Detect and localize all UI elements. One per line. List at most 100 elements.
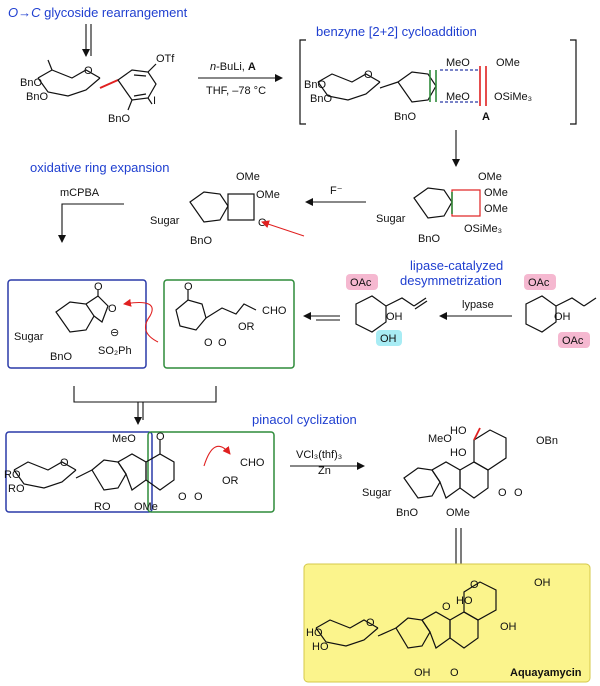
green-box-enone bbox=[163, 279, 295, 369]
svg-text:OMe: OMe bbox=[134, 501, 158, 513]
svg-text:O: O bbox=[218, 337, 227, 349]
svg-text:BnO: BnO bbox=[394, 111, 416, 123]
pinacol-precursor: RO RO O MeO RO OMe O CHO OR O O bbox=[4, 431, 265, 513]
pinacol-product: MeO HO HO OBn Sugar BnO OMe O O bbox=[362, 425, 558, 519]
monoacetate: OAc OH OH bbox=[346, 274, 428, 346]
benzocyclobutene-acetal: OMe OMe OMe OSiMe₃ Sugar BnO bbox=[376, 171, 508, 245]
svg-text:RO: RO bbox=[94, 501, 111, 513]
svg-text:Sugar: Sugar bbox=[14, 331, 44, 343]
step-label-pinacol: pinacol cyclization bbox=[252, 412, 357, 427]
svg-text:OAc: OAc bbox=[528, 277, 550, 289]
svg-text:RO: RO bbox=[4, 469, 21, 481]
step-label-glycoside: O→C glycoside rearrangement bbox=[8, 5, 188, 20]
benzocyclobutenone: OMe OMe O Sugar BnO bbox=[150, 171, 280, 247]
svg-text:O: O bbox=[442, 601, 451, 613]
svg-text:O: O bbox=[108, 303, 117, 315]
svg-text:OTf: OTf bbox=[156, 53, 175, 65]
svg-text:O: O bbox=[84, 65, 93, 77]
svg-text:OH: OH bbox=[554, 311, 571, 323]
svg-text:O: O bbox=[184, 281, 193, 293]
svg-text:BnO: BnO bbox=[396, 507, 418, 519]
svg-text:Sugar: Sugar bbox=[362, 487, 392, 499]
svg-text:MeO: MeO bbox=[446, 91, 470, 103]
red-curved-arrow-addition bbox=[123, 298, 159, 343]
svg-text:HO: HO bbox=[312, 641, 329, 653]
phthalide-sulfone: O O ⊖ Sugar BnO SO₂Ph bbox=[14, 281, 132, 363]
svg-text:OR: OR bbox=[238, 321, 255, 333]
svg-text:CHO: CHO bbox=[240, 457, 265, 469]
svg-text:OH: OH bbox=[414, 667, 431, 679]
svg-text:OMe: OMe bbox=[236, 171, 260, 183]
conditions-step-1: n-BuLi, A bbox=[210, 61, 256, 73]
step-label-lipase-1: lipase-catalyzed bbox=[410, 258, 503, 273]
aquayamycin-structure: HO HO O O OH HO OH OH O O bbox=[306, 577, 551, 679]
svg-text:O: O bbox=[60, 457, 69, 469]
svg-text:BnO: BnO bbox=[26, 91, 48, 103]
step-label-lipase-2: desymmetrization bbox=[400, 273, 502, 288]
product-name: Aquayamycin bbox=[510, 667, 582, 679]
conditions-vcl3: VCl₃(thf)₃ bbox=[296, 449, 342, 461]
bracket-left bbox=[299, 39, 306, 125]
svg-text:MeO: MeO bbox=[446, 57, 470, 69]
conditions-step-1-temp: THF, –78 °C bbox=[206, 85, 266, 97]
svg-text:O: O bbox=[514, 487, 523, 499]
step-label-benzyne: benzyne [2+2] cycloaddition bbox=[316, 24, 477, 39]
svg-text:BnO: BnO bbox=[108, 113, 130, 125]
green-box-ketone bbox=[147, 431, 275, 513]
svg-text:OH: OH bbox=[500, 621, 517, 633]
svg-text:O: O bbox=[156, 431, 165, 443]
svg-text:OAc: OAc bbox=[350, 277, 372, 289]
aryl-triflate-glycoside: O OTf I BnO BnO BnO bbox=[20, 24, 175, 125]
svg-text:OH: OH bbox=[386, 311, 403, 323]
svg-text:BnO: BnO bbox=[418, 233, 440, 245]
svg-text:OSiMe₃: OSiMe₃ bbox=[494, 91, 532, 103]
svg-text:BnO: BnO bbox=[304, 79, 326, 91]
step-label-oxidative: oxidative ring expansion bbox=[30, 160, 169, 175]
svg-text:OMe: OMe bbox=[478, 171, 502, 183]
svg-text:I: I bbox=[153, 95, 156, 107]
svg-text:CHO: CHO bbox=[262, 305, 287, 317]
svg-text:OH: OH bbox=[534, 577, 551, 589]
svg-text:MeO: MeO bbox=[112, 433, 136, 445]
svg-text:Sugar: Sugar bbox=[376, 213, 406, 225]
svg-text:SO₂Ph: SO₂Ph bbox=[98, 345, 132, 357]
final-product-box bbox=[303, 563, 591, 683]
svg-text:HO: HO bbox=[456, 595, 473, 607]
svg-text:Sugar: Sugar bbox=[150, 215, 180, 227]
svg-text:O: O bbox=[498, 487, 507, 499]
svg-text:BnO: BnO bbox=[20, 77, 42, 89]
meso-diacetate: OAc OH OAc bbox=[524, 274, 597, 348]
svg-text:O: O bbox=[178, 491, 187, 503]
svg-text:BnO: BnO bbox=[190, 235, 212, 247]
svg-text:OMe: OMe bbox=[484, 203, 508, 215]
svg-text:HO: HO bbox=[450, 425, 467, 437]
svg-text:OAc: OAc bbox=[562, 335, 584, 347]
svg-text:O: O bbox=[470, 579, 479, 591]
svg-text:O: O bbox=[366, 617, 375, 629]
conditions-fluoride: F⁻ bbox=[330, 185, 343, 197]
conditions-lypase: lypase bbox=[462, 299, 494, 311]
svg-text:OMe: OMe bbox=[446, 507, 470, 519]
svg-text:HO: HO bbox=[450, 447, 467, 459]
svg-text:BnO: BnO bbox=[310, 93, 332, 105]
svg-text:OBn: OBn bbox=[536, 435, 558, 447]
bracket-right bbox=[570, 39, 577, 125]
cyclohexenone-acetonide: O CHO OR O O bbox=[175, 281, 287, 349]
svg-text:O: O bbox=[94, 281, 103, 293]
converging-arrows bbox=[73, 386, 217, 403]
svg-text:OMe: OMe bbox=[484, 187, 508, 199]
svg-text:OR: OR bbox=[222, 475, 239, 487]
svg-text:O: O bbox=[204, 337, 213, 349]
svg-text:RO: RO bbox=[8, 483, 25, 495]
reaction-arrow-4 bbox=[58, 203, 124, 243]
benzyne-intermediate: O BnO BnO BnO MeO OMe MeO OSiMe₃ A bbox=[304, 57, 532, 123]
svg-text:O: O bbox=[364, 69, 373, 81]
blue-box-anthraquinone bbox=[5, 431, 153, 513]
conditions-zn: Zn bbox=[318, 465, 331, 477]
svg-text:HO: HO bbox=[306, 627, 323, 639]
svg-text:O: O bbox=[450, 667, 459, 679]
svg-text:OH: OH bbox=[380, 333, 397, 345]
svg-text:BnO: BnO bbox=[50, 351, 72, 363]
svg-text:OMe: OMe bbox=[496, 57, 520, 69]
